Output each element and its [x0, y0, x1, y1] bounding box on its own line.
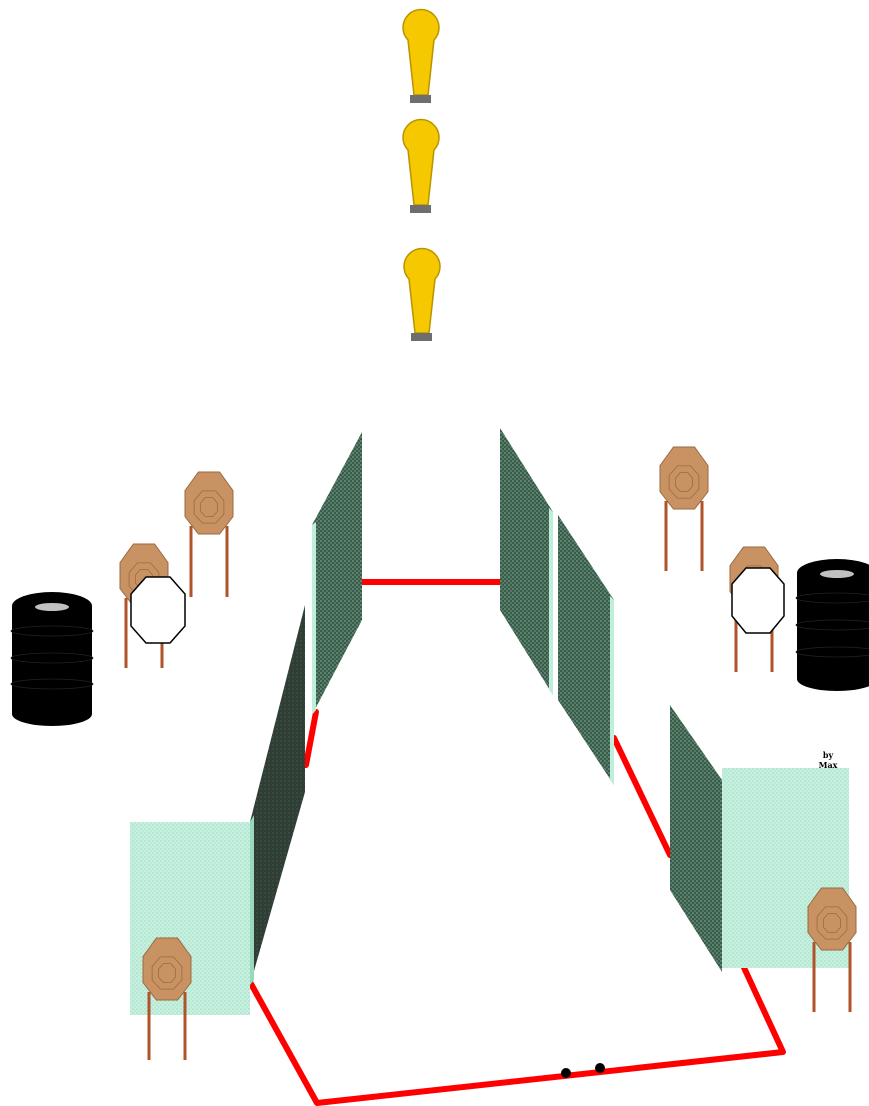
left-wall-upper-face	[312, 432, 362, 715]
right-wall-middle-edge	[610, 596, 614, 785]
paper-target-1	[184, 471, 234, 597]
fault-line-shooting-box	[247, 917, 786, 1106]
barrel-right	[795, 559, 869, 691]
credit-line-1: by	[823, 750, 834, 760]
left-wall-upper-edge	[312, 522, 316, 715]
right-wall-upper-face	[500, 428, 553, 695]
paper-targets	[119, 446, 857, 1060]
paper-target-6	[807, 887, 857, 1012]
fault-lines	[247, 579, 786, 1106]
left-wall-lower-edge	[250, 815, 254, 985]
no-shoot-left	[130, 576, 186, 644]
left-wall-lower-face	[250, 605, 305, 985]
right-wall-middle-face	[558, 515, 614, 785]
popper-2	[402, 118, 440, 213]
barrel-left	[10, 592, 94, 726]
popper-3	[403, 247, 441, 341]
paper-target-5	[142, 937, 192, 1060]
paper-target-3	[659, 446, 709, 571]
fault-line-left-upper	[303, 709, 319, 768]
credit-line-2: Max	[819, 760, 838, 770]
no-shoot-right	[731, 567, 785, 634]
right-wall-lower-face	[670, 705, 722, 972]
popper-1	[402, 8, 440, 103]
right-wall-upper-edge	[549, 508, 553, 695]
start-mark-1	[561, 1068, 571, 1078]
start-mark-2	[595, 1063, 605, 1073]
fault-line-right-upper	[611, 735, 673, 858]
